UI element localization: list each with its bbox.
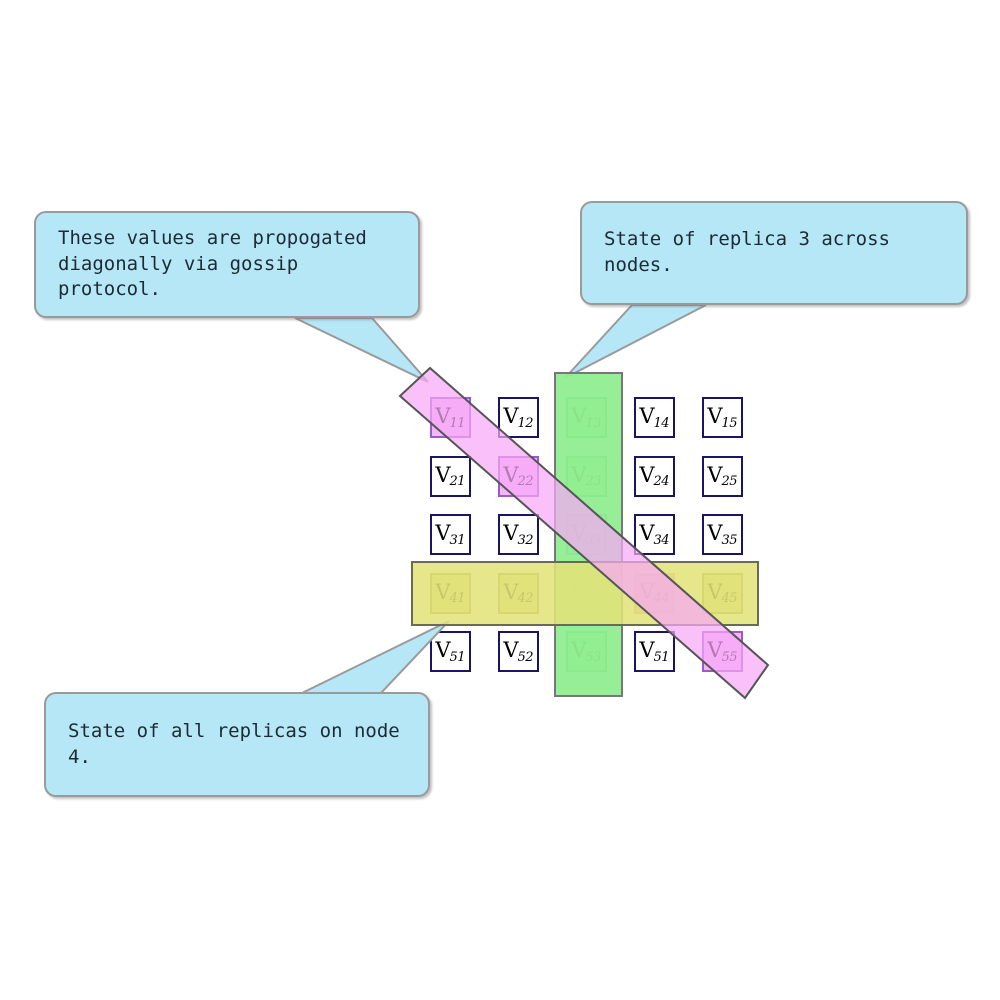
grid-cell-label: V31: [435, 521, 466, 548]
grid-cell-label: V32: [503, 521, 534, 548]
grid-cell-label: V24: [639, 462, 670, 490]
grid-cell-v51[interactable]: V51: [430, 631, 471, 672]
grid-cell-label: V52: [503, 638, 534, 665]
grid-cell-v35[interactable]: V35: [702, 514, 743, 555]
grid-cell-v21[interactable]: V21: [430, 455, 471, 497]
grid-cell-v32[interactable]: V32: [498, 514, 539, 555]
grid-cell-label: V15: [707, 404, 738, 431]
callout-gossip[interactable]: These values are propogated diagonally v…: [34, 211, 420, 318]
grid-cell-v14[interactable]: V14: [634, 397, 675, 438]
grid-cell-label: V21: [435, 462, 466, 490]
grid-cell-label: V25: [707, 462, 738, 490]
callout-tail-gossip: [294, 317, 429, 383]
callout-replica3[interactable]: State of replica 3 across nodes.: [580, 201, 968, 305]
grid-cell-label: V34: [639, 521, 670, 548]
grid-cell-label: V12: [503, 404, 534, 431]
callout-replica3-text: State of replica 3 across nodes.: [604, 228, 890, 276]
grid-cell-label: V35: [707, 521, 738, 548]
callout-node4[interactable]: State of all replicas on node 4.: [44, 692, 430, 797]
callout-gossip-text: These values are propogated diagonally v…: [58, 227, 367, 301]
gossip-diagonal-band: [398, 366, 770, 700]
grid-cell-label: V51: [435, 638, 466, 665]
grid-cell-v24[interactable]: V24: [634, 455, 675, 497]
grid-cell-v31[interactable]: V31: [430, 514, 471, 555]
grid-cell-v25[interactable]: V25: [702, 455, 743, 497]
grid-cell-v52[interactable]: V52: [498, 631, 539, 672]
grid-cell-v54[interactable]: V51: [634, 631, 675, 672]
grid-cell-v12[interactable]: V12: [498, 397, 539, 438]
grid-cell-v15[interactable]: V15: [702, 397, 743, 438]
callout-node4-text: State of all replicas on node 4.: [68, 719, 400, 768]
grid-cell-label: V51: [639, 638, 670, 665]
grid-cell-label: V14: [639, 404, 670, 431]
callout-tail-replica3: [564, 304, 707, 379]
grid-cell-v34[interactable]: V34: [634, 514, 675, 555]
